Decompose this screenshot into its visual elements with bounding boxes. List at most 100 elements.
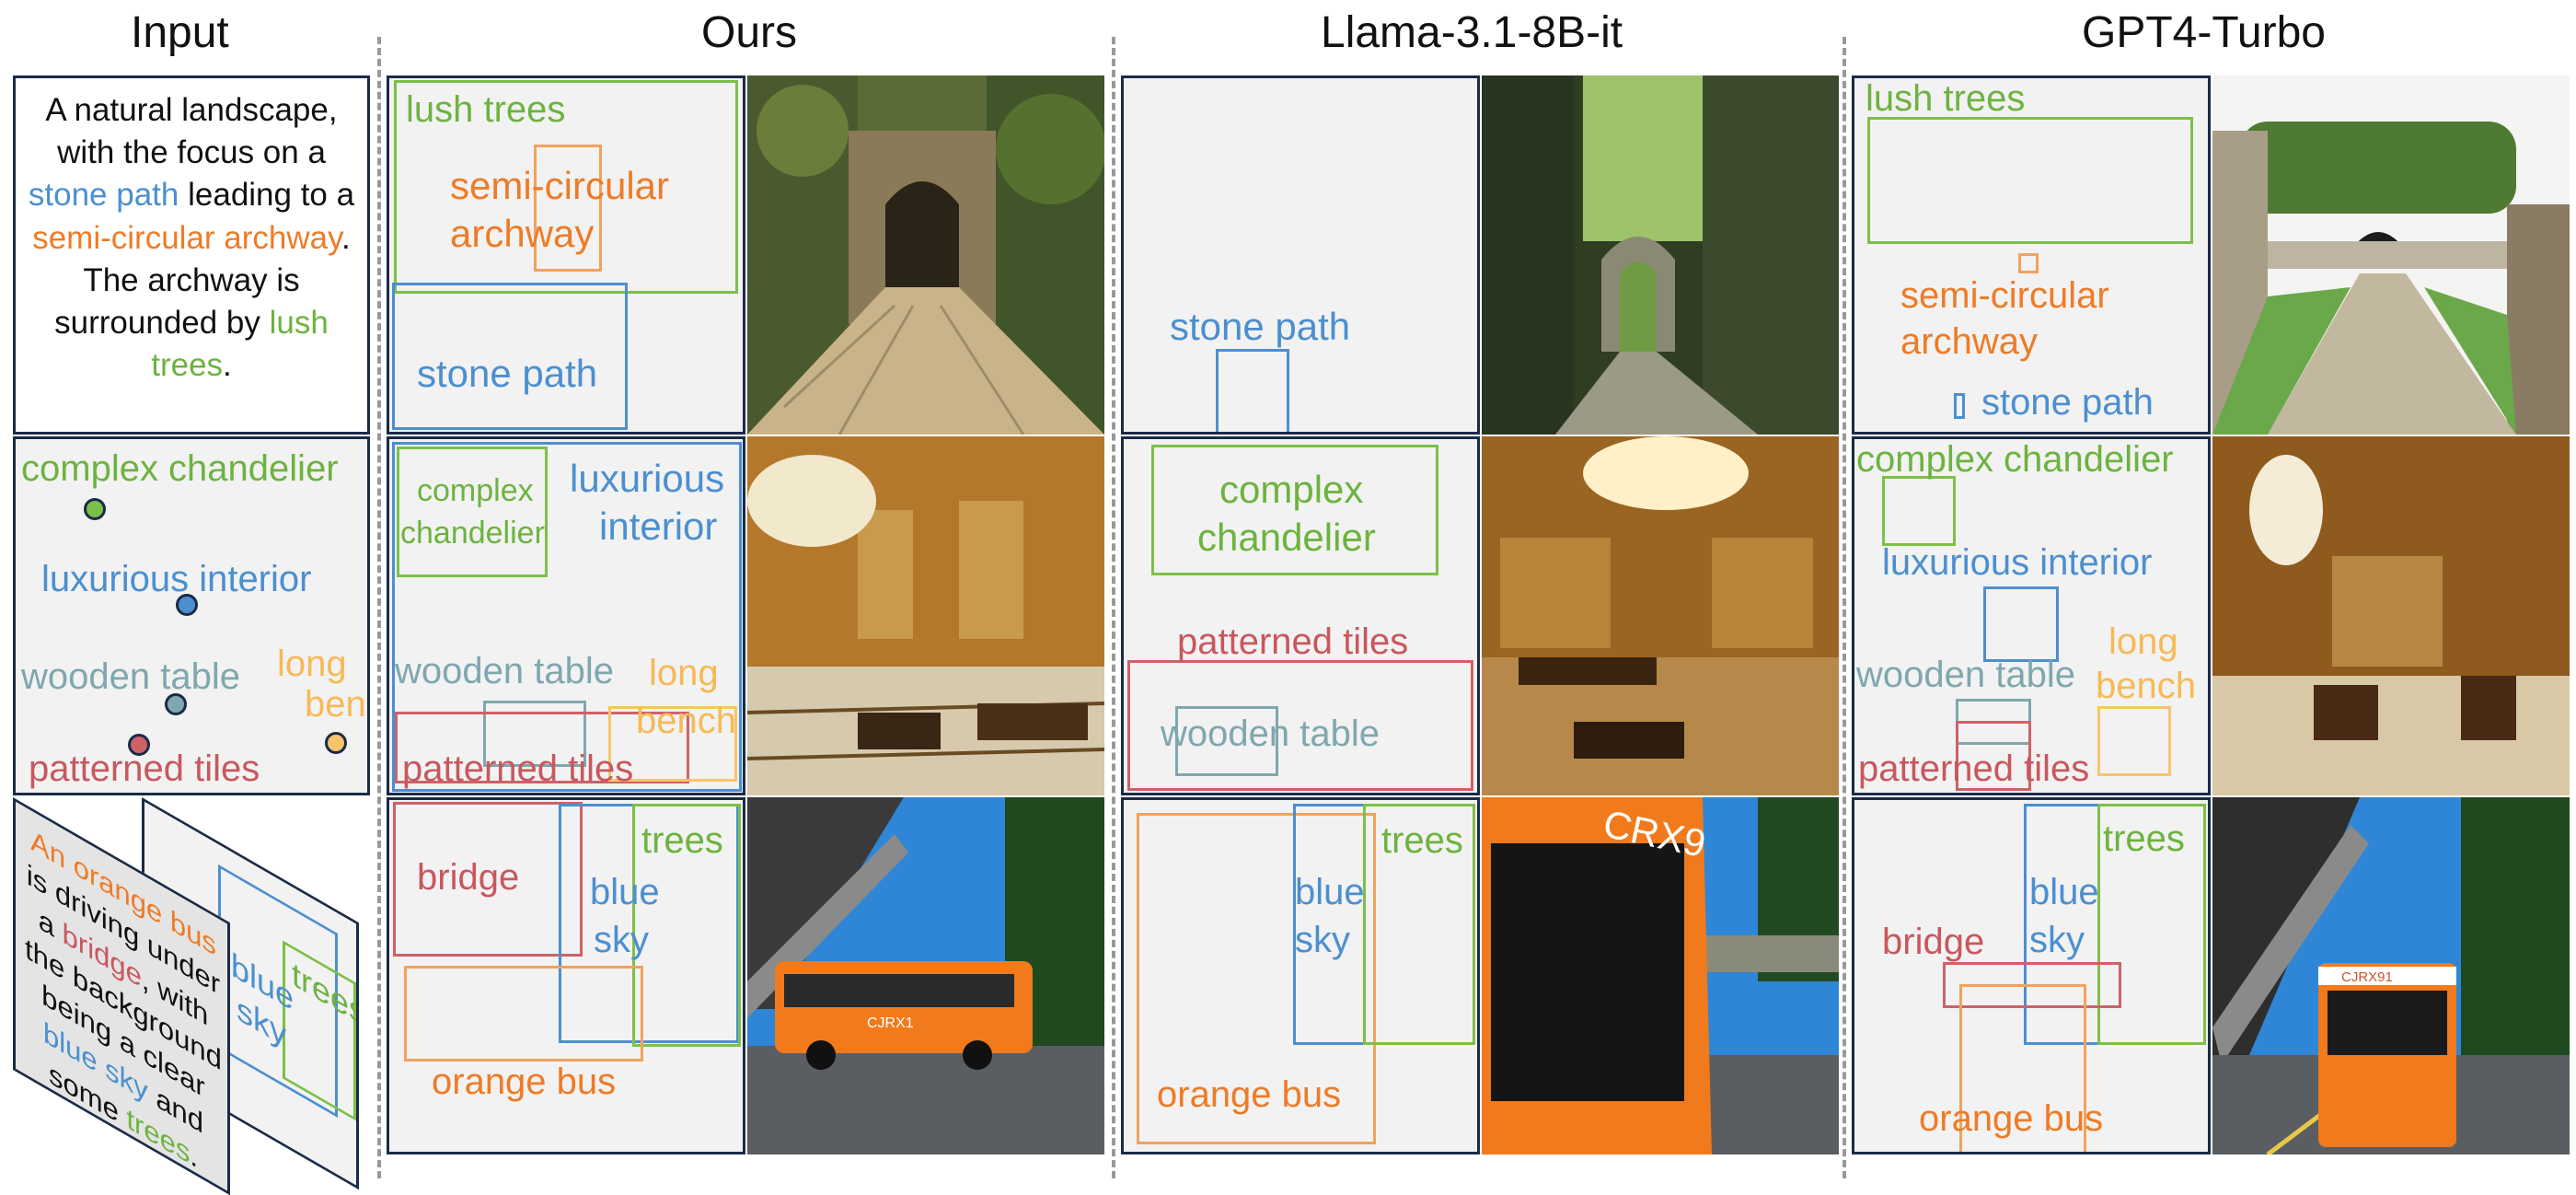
label-bridge: bridge xyxy=(417,857,520,898)
label-complex: complex xyxy=(1219,468,1364,511)
label-sky: sky xyxy=(594,920,649,960)
label-stone-path: stone path xyxy=(1981,382,2154,423)
bbox-trees xyxy=(1363,804,1475,1045)
bbox-bridge xyxy=(1943,962,2121,1008)
bbox-chandelier xyxy=(397,447,548,577)
bbox-bus xyxy=(404,966,643,1062)
input-layout-panel-2: complex chandelier luxurious interior wo… xyxy=(13,436,370,795)
bbox-lush-trees xyxy=(1867,117,2193,244)
label-bench: bench xyxy=(305,684,367,725)
label-luxurious-interior: luxurious interior xyxy=(1882,542,2153,583)
generated-image-gpt-2 xyxy=(2212,436,2570,795)
header-llama: Llama-3.1-8B-it xyxy=(1321,8,1623,57)
layout-gpt-3: trees blue sky bridge orange bus xyxy=(1852,797,2211,1154)
label-complex: complex xyxy=(417,473,534,508)
input-caption-panel-1: A natural landscape, with the focus on a… xyxy=(13,75,370,435)
label-stone-path: stone path xyxy=(417,352,598,395)
bbox-tiles xyxy=(395,712,689,783)
generated-image-ours-2 xyxy=(747,436,1104,795)
separator-3 xyxy=(1842,37,1846,1178)
bbox-tiles xyxy=(1956,721,2031,791)
label-long: long xyxy=(649,653,719,693)
label-blue: blue xyxy=(2029,872,2099,912)
separator-2 xyxy=(1112,37,1115,1178)
label-patterned-tiles: patterned tiles xyxy=(1858,748,2090,789)
label-semi-circular: semi-circular xyxy=(450,164,670,207)
label-bench: bench xyxy=(636,701,736,741)
bbox-bench xyxy=(608,706,737,782)
layout-ours-3: bridge trees blue sky orange bus xyxy=(387,797,745,1154)
bbox-lush-trees xyxy=(394,80,738,294)
svg-text:CJRX91: CJRX91 xyxy=(2341,969,2393,985)
bbox-stone-path xyxy=(1954,393,1965,419)
label-lush-trees: lush trees xyxy=(406,89,566,130)
header-gpt: GPT4-Turbo xyxy=(2082,8,2326,57)
label-patterned-tiles: patterned tiles xyxy=(29,748,260,789)
bbox-table xyxy=(1175,706,1278,776)
label-long: long xyxy=(277,644,347,684)
point-tiles xyxy=(128,734,150,756)
bbox-tiles xyxy=(1127,660,1473,791)
point-chandelier xyxy=(84,498,106,520)
label-archway: archway xyxy=(450,212,595,255)
bbox-chandelier xyxy=(1151,445,1438,575)
label-complex-chandelier: complex chandelier xyxy=(1856,439,2174,480)
bbox-stone-path xyxy=(1216,349,1289,432)
label-long: long xyxy=(2108,621,2178,662)
bbox-archway xyxy=(2018,253,2039,273)
label-sky: sky xyxy=(2029,920,2085,960)
label-blue: blue xyxy=(1295,872,1365,912)
label-patterned-tiles: patterned tiles xyxy=(1177,621,1409,662)
label-semi-circular: semi-circular xyxy=(1900,275,2109,316)
label-trees: trees xyxy=(641,820,723,861)
bbox-chandelier xyxy=(1882,476,1956,546)
label-chandelier: chandelier xyxy=(400,516,545,551)
label-bench: bench xyxy=(2096,666,2196,706)
generated-image-llama-2 xyxy=(1482,436,1839,795)
point-bench xyxy=(325,732,347,754)
bbox-bridge xyxy=(393,802,583,957)
label-archway: archway xyxy=(1900,321,2038,362)
label-bridge: bridge xyxy=(1882,922,1985,962)
input-caption-1: A natural landscape, with the focus on a… xyxy=(28,92,355,384)
label-stone-path: stone path xyxy=(1170,305,1351,348)
point-interior xyxy=(176,594,198,616)
generated-image-gpt-3: CJRX91 xyxy=(2212,797,2570,1154)
bbox-interior xyxy=(392,442,742,792)
label-luxurious: luxurious xyxy=(570,457,725,500)
label-wooden-table: wooden table xyxy=(1856,655,2075,695)
bbox-bus xyxy=(1959,984,2086,1152)
bbox-bus xyxy=(1137,813,1376,1144)
layout-gpt-1: lush trees semi-circular archway stone p… xyxy=(1852,75,2211,435)
layout-ours-2: complex chandelier luxurious interior wo… xyxy=(387,436,745,795)
label-patterned-tiles: patterned tiles xyxy=(402,748,634,789)
label-luxurious-interior: luxurious interior xyxy=(41,559,312,599)
label-orange-bus: orange bus xyxy=(1919,1098,2104,1139)
layout-gpt-2: complex chandelier luxurious interior wo… xyxy=(1852,436,2211,795)
label-interior: interior xyxy=(599,505,718,548)
label-blue: blue xyxy=(590,872,660,912)
generated-image-llama-3: CRX9 xyxy=(1482,797,1839,1154)
bbox-interior xyxy=(1983,586,2059,662)
layout-llama-2: complex chandelier patterned tiles woode… xyxy=(1121,436,1480,795)
bbox-stone-path xyxy=(392,283,628,430)
layout-llama-1: stone path xyxy=(1121,75,1480,435)
header-ours: Ours xyxy=(701,8,798,57)
bbox-table xyxy=(483,701,586,767)
bbox-bench xyxy=(2097,706,2171,776)
label-wooden-table: wooden table xyxy=(395,651,614,691)
svg-text:CJRX1: CJRX1 xyxy=(867,1015,914,1031)
generated-image-ours-3: CJRX1 xyxy=(747,797,1104,1154)
separator-1 xyxy=(377,37,381,1178)
point-table xyxy=(165,693,187,715)
label-chandelier: chandelier xyxy=(1197,516,1376,559)
label-lush-trees: lush trees xyxy=(1866,78,2026,119)
label-complex-chandelier: complex chandelier xyxy=(21,448,339,489)
generated-image-gpt-1 xyxy=(2212,75,2570,435)
label-trees: trees xyxy=(1381,820,1463,861)
label-orange-bus: orange bus xyxy=(432,1062,617,1102)
header-input: Input xyxy=(131,8,229,57)
bbox-trees xyxy=(632,804,741,1047)
input-layered-panel-3: trees blue sky An orange bus is driving … xyxy=(13,797,370,1195)
generated-image-llama-1 xyxy=(1482,75,1839,435)
